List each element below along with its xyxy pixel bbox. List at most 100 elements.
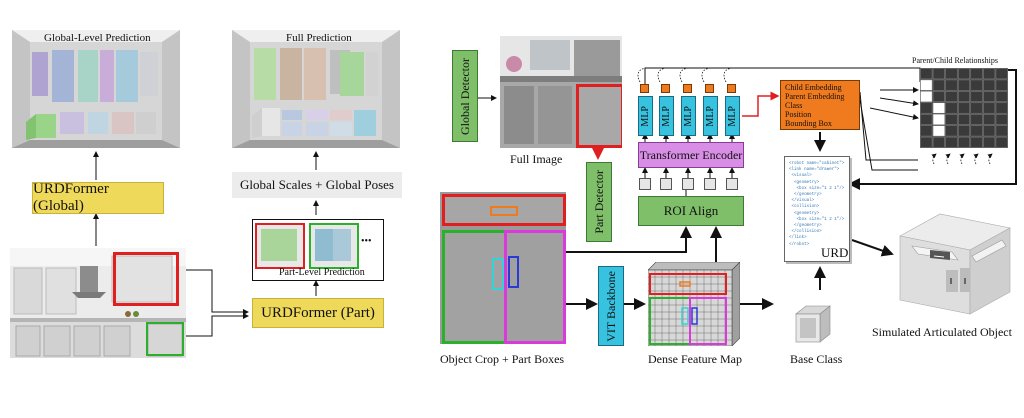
matrix-cell bbox=[995, 91, 1008, 103]
matrix-cell bbox=[995, 136, 1008, 148]
kitchen-photo bbox=[10, 248, 186, 358]
part-cabinet-blue-left bbox=[315, 229, 333, 261]
matrix-cell bbox=[945, 79, 958, 91]
matrix-cell bbox=[920, 125, 933, 137]
part-pred-red bbox=[255, 223, 305, 269]
part-level-box: ••• Part-Level Prediction bbox=[252, 219, 384, 281]
matrix-cell bbox=[920, 136, 933, 148]
urdf-label: URDF bbox=[821, 245, 849, 260]
output-token-2 bbox=[661, 84, 670, 93]
matrix-cell bbox=[970, 113, 983, 125]
part-pred-green bbox=[309, 223, 359, 269]
matrix-cell bbox=[945, 68, 958, 80]
full-room-drawing bbox=[232, 30, 400, 148]
transformer-encoder-label: Transformer Encoder bbox=[639, 147, 743, 162]
part-detector-box: Part Detector bbox=[586, 162, 612, 242]
output-position: Position bbox=[785, 110, 812, 119]
simulated-object-drawing bbox=[899, 213, 1011, 315]
matrix-cell bbox=[983, 79, 996, 91]
global-scales-box: Global Scales + Global Poses bbox=[232, 172, 402, 198]
matrix-cell bbox=[920, 113, 933, 125]
matrix-cell bbox=[920, 68, 933, 80]
matrix-cell bbox=[945, 91, 958, 103]
matrix-cell bbox=[932, 136, 945, 148]
global-scales-label: Global Scales + Global Poses bbox=[240, 177, 394, 192]
matrix-cell bbox=[932, 68, 945, 80]
output-bounding-box: Bounding Box bbox=[785, 119, 832, 128]
full-image-label: Full Image bbox=[510, 152, 563, 166]
matrix-cell bbox=[957, 136, 971, 148]
mlp-1: MLP bbox=[638, 96, 653, 136]
mlp-3-label: MLP bbox=[683, 105, 694, 127]
feature-token-1 bbox=[639, 178, 651, 190]
full-image-photo bbox=[500, 36, 622, 148]
simulated-object-label: Simulated Articulated Object bbox=[872, 325, 1012, 339]
global-detector-label: Global Detector bbox=[457, 57, 472, 135]
output-token-5 bbox=[727, 84, 736, 93]
crop-handle-orange bbox=[490, 206, 518, 216]
output-token-1 bbox=[640, 84, 649, 93]
matrix-cell bbox=[983, 113, 996, 125]
urdf-code: <robot name="cabinet"><link name="drawer… bbox=[789, 162, 845, 247]
output-child-embedding: Child Embedding bbox=[785, 83, 842, 92]
matrix-cell bbox=[920, 79, 933, 91]
mlp-1-label: MLP bbox=[640, 105, 651, 127]
ellipsis: ••• bbox=[361, 236, 372, 247]
matrix-cell bbox=[945, 113, 958, 125]
feature-token-5 bbox=[726, 178, 738, 190]
matrix-cell bbox=[932, 113, 945, 125]
dense-feature-label: Dense Feature Map bbox=[648, 352, 742, 366]
mlp-4-label: MLP bbox=[705, 105, 716, 127]
global-room-drawing bbox=[12, 30, 180, 148]
matrix-cell bbox=[932, 91, 945, 103]
matrix-cell bbox=[957, 102, 971, 114]
matrix-cell bbox=[983, 125, 996, 137]
matrix-cell bbox=[957, 79, 971, 91]
matrix-cell bbox=[932, 102, 945, 114]
matrix-cell bbox=[970, 136, 983, 148]
matrix-cell bbox=[932, 125, 945, 137]
part-detector-label: Part Detector bbox=[591, 170, 606, 234]
feature-token-2 bbox=[660, 178, 672, 190]
base-class-label: Base Class bbox=[790, 352, 843, 366]
crop-handle-cyan bbox=[492, 258, 504, 290]
feature-token-4 bbox=[704, 178, 716, 190]
matrix-cell bbox=[970, 79, 983, 91]
part-cabinet-blue-right bbox=[333, 229, 351, 261]
object-crop bbox=[440, 192, 566, 344]
relationship-matrix-grid bbox=[920, 68, 1008, 148]
matrix-cell bbox=[932, 79, 945, 91]
mlp-5: MLP bbox=[725, 96, 740, 136]
global-prediction-title: Global-Level Prediction bbox=[44, 32, 151, 44]
matrix-cell bbox=[995, 79, 1008, 91]
dense-feature-map bbox=[647, 261, 741, 347]
dense-feature-grid bbox=[647, 261, 741, 347]
matrix-cell bbox=[983, 68, 996, 80]
matrix-cell bbox=[970, 102, 983, 114]
matrix-cell bbox=[920, 102, 933, 114]
part-cabinet-green bbox=[261, 229, 297, 261]
object-crop-label: Object Crop + Part Boxes bbox=[440, 352, 565, 366]
global-prediction-render bbox=[12, 30, 180, 148]
part-level-label: Part-Level Prediction bbox=[279, 267, 365, 278]
matrix-cell bbox=[945, 136, 958, 148]
output-parent-embedding: Parent Embedding bbox=[785, 92, 845, 101]
crop-drawer-box bbox=[442, 194, 566, 226]
matrix-cell bbox=[970, 68, 983, 80]
global-detector-box: Global Detector bbox=[452, 50, 478, 142]
matrix-cell bbox=[957, 113, 971, 125]
crop-handle-blue bbox=[508, 256, 519, 288]
matrix-cell bbox=[995, 68, 1008, 80]
full-image-drawing bbox=[500, 36, 622, 148]
feature-token-3 bbox=[682, 178, 694, 190]
urdformer-global-box: URDFormer (Global) bbox=[32, 181, 164, 214]
matrix-cell bbox=[957, 68, 971, 80]
matrix-cell bbox=[983, 136, 996, 148]
matrix-cell bbox=[970, 91, 983, 103]
full-prediction-render bbox=[232, 30, 400, 148]
base-class-drawing bbox=[795, 305, 831, 343]
global-green-box bbox=[146, 322, 184, 356]
mlp-2: MLP bbox=[659, 96, 674, 136]
